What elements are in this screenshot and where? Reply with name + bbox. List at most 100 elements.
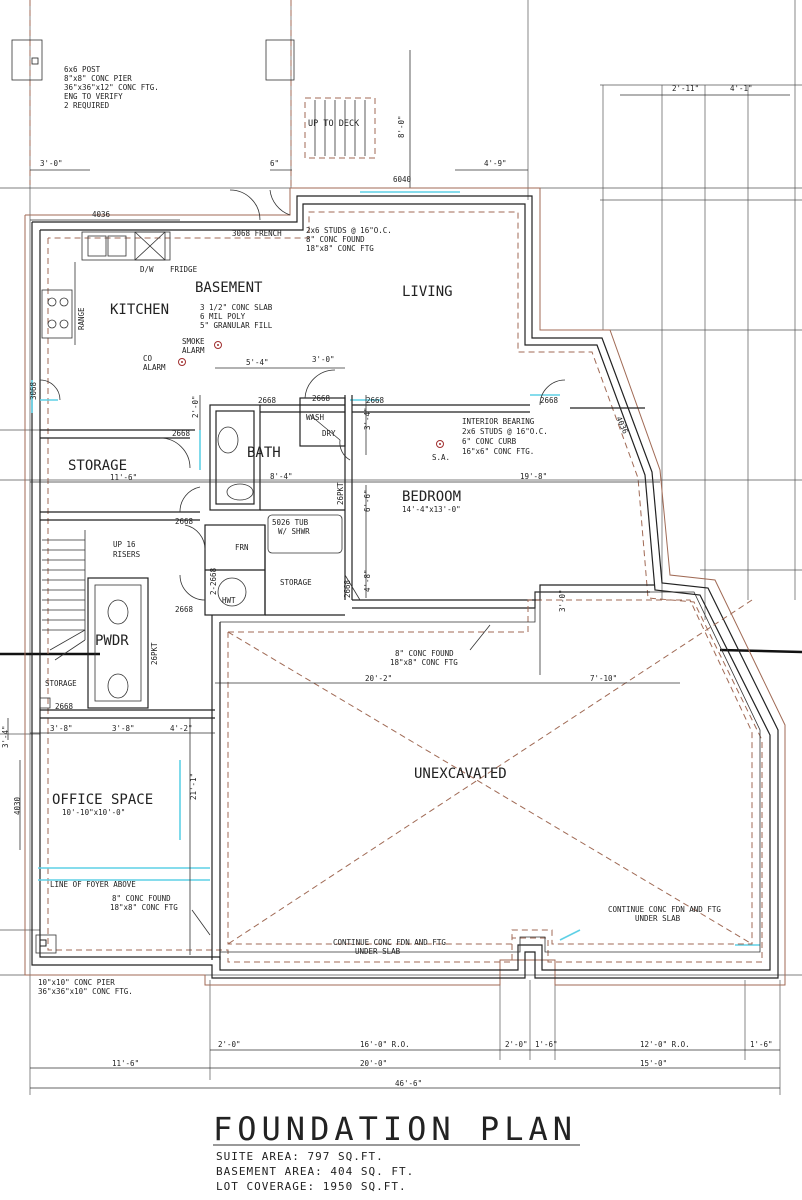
- label-fridge: FRIDGE: [170, 265, 198, 274]
- dim-bottom-1-6b: 1'-6": [750, 1040, 773, 1049]
- room-kitchen: KITCHEN: [110, 302, 169, 318]
- room-dry: DRY: [322, 429, 336, 438]
- section-cut-right: [719, 648, 802, 654]
- note-line-foyer: LINE OF FOYER ABOVE: [50, 880, 136, 889]
- room-storage: STORAGE: [68, 458, 127, 474]
- plan-title: FOUNDATION PLAN: [213, 1110, 577, 1148]
- dim-21-1: 21'-1": [189, 773, 198, 800]
- opening-2x2668: 2-2668: [209, 567, 218, 595]
- note-french: 3068 FRENCH: [232, 229, 282, 238]
- note-continue-right-2: UNDER SLAB: [635, 914, 681, 923]
- opening-3068-left: 3068: [29, 381, 38, 400]
- opening-4036-right: 4036: [614, 415, 630, 436]
- room-basement: BASEMENT: [195, 280, 263, 296]
- room-unexcavated: UNEXCAVATED: [414, 766, 507, 782]
- dim-3-4: 3'-4": [363, 407, 372, 430]
- opening-2668-f: 2668: [175, 517, 194, 526]
- suite-area: SUITE AREA: 797 SQ.FT.: [216, 1150, 384, 1163]
- dim-bottom-2-0b: 2'-0": [505, 1040, 528, 1049]
- bath-fixtures: [107, 414, 341, 699]
- room-bath: BATH: [247, 445, 281, 461]
- note-post-3: 36"x36"x12" CONC FTG.: [64, 83, 159, 92]
- note-continue-right-1: CONTINUE CONC FDN AND FTG: [608, 905, 721, 914]
- dim-4-2: 4'-2": [170, 724, 193, 733]
- note-pier-low-2: 36"x36"x10" CONC FTG.: [38, 987, 133, 996]
- dim-4-8: 4'-8": [363, 569, 372, 592]
- note-found-mid-2: 18"x8" CONC FTG: [390, 658, 458, 667]
- room-bedroom-dim: 14'-4"x13'-0": [402, 505, 461, 514]
- co-alarm-icon: [178, 358, 186, 366]
- door-swings: [39, 189, 566, 601]
- opening-6040: 6040: [393, 175, 412, 184]
- dim-8-4: 8'-4": [270, 472, 293, 481]
- dim-3-4b: 3'-4": [1, 725, 10, 748]
- dim-6-6: 6'-6": [363, 489, 372, 512]
- opening-4036-top: 4036: [92, 210, 111, 219]
- room-storage-dim: 11'-6": [110, 473, 137, 482]
- opening-4030-left: 4030: [13, 796, 22, 815]
- note-pier-low-1: 10"x10" CONC PIER: [38, 978, 115, 987]
- opening-2668-i: 2668: [343, 579, 352, 598]
- basement-area: BASEMENT AREA: 404 SQ. FT.: [216, 1165, 414, 1178]
- dimension-lines: [7, 94, 790, 1089]
- dim-5-4: 5'-4": [246, 358, 269, 367]
- note-bearing-3: 6" CONC CURB: [462, 437, 517, 446]
- note-found-low-2: 18"x8" CONC FTG: [110, 903, 178, 912]
- dim-bottom-11-6: 11'-6": [112, 1059, 139, 1068]
- room-storage-2: STORAGE: [280, 578, 312, 587]
- opening-2668-c: 2668: [312, 394, 331, 403]
- dim-3-0b: 3'-0": [312, 355, 335, 364]
- note-post-4: ENG TO VERIFY: [64, 92, 123, 101]
- dim-3-8b: 3'-8": [112, 724, 135, 733]
- note-up16-2: RISERS: [113, 550, 141, 559]
- room-hwt: HWT: [222, 596, 236, 605]
- room-pwdr: PWDR: [95, 633, 129, 649]
- note-bearing-1: INTERIOR BEARING: [462, 417, 535, 426]
- dim-bottom-46-6: 46'-6": [395, 1079, 422, 1088]
- dim-19-8: 19'-8": [520, 472, 547, 481]
- note-continue-mid-2: UNDER SLAB: [355, 947, 401, 956]
- note-deck-dim: 8'-0": [397, 115, 406, 138]
- dim-bottom-16-0: 16'-0" R.O.: [360, 1040, 410, 1049]
- label-smoke-1: SMOKE: [182, 337, 205, 346]
- deck-outline: [11, 0, 411, 188]
- lot-coverage: LOT COVERAGE: 1950 SQ.FT.: [216, 1180, 407, 1193]
- dim-top-2-11: 2'-11": [672, 84, 699, 93]
- note-studs-2: 8" CONC FOUND: [306, 235, 365, 244]
- note-tub-1: 5026 TUB: [272, 518, 309, 527]
- note-tub-2: W/ SHWR: [278, 527, 310, 536]
- opening-2668-b: 2668: [258, 396, 277, 405]
- note-slab-3: 5" GRANULAR FILL: [200, 321, 273, 330]
- dim-top-3-0: 3'-0": [40, 159, 63, 168]
- label-smoke-2: ALARM: [182, 346, 205, 355]
- note-slab-1: 3 1/2" CONC SLAB: [200, 303, 273, 312]
- dim-bottom-12-0: 12'-0" R.O.: [640, 1040, 690, 1049]
- piers: [35, 697, 57, 954]
- label-dw: D/W: [140, 265, 154, 274]
- room-frn: FRN: [235, 543, 249, 552]
- dim-bottom-1-6a: 1'-6": [535, 1040, 558, 1049]
- dim-top-4-1: 4'-1": [730, 84, 753, 93]
- opening-2668-h: 2668: [55, 702, 74, 711]
- note-found-low-1: 8" CONC FOUND: [112, 894, 171, 903]
- note-continue-mid-1: CONTINUE CONC FDN AND FTG: [333, 938, 446, 947]
- note-post-2: 8"x8" CONC PIER: [64, 74, 132, 83]
- room-office-dim: 10'-10"x10'-0": [62, 808, 125, 817]
- windows: [31, 191, 760, 946]
- note-slab-2: 6 MIL POLY: [200, 312, 246, 321]
- note-studs-3: 18"x8" CONC FTG: [306, 244, 374, 253]
- unexcavated-area: [220, 591, 761, 953]
- room-storage-3: STORAGE: [45, 679, 77, 688]
- opening-2668-g: 2668: [175, 605, 194, 614]
- dim-7-10: 7'-10": [590, 674, 617, 683]
- dim-top-4-9: 4'-9": [484, 159, 507, 168]
- dim-3-8a: 3'-8": [50, 724, 73, 733]
- opening-2668-a: 2668: [172, 429, 191, 438]
- dim-20-2: 20'-2": [365, 674, 392, 683]
- label-range: RANGE: [77, 307, 86, 330]
- dim-bottom-20-0: 20'-0": [360, 1059, 387, 1068]
- sa-icon: [436, 440, 444, 448]
- note-up16-1: UP 16: [113, 540, 136, 549]
- dim-top-6: 6": [270, 159, 279, 168]
